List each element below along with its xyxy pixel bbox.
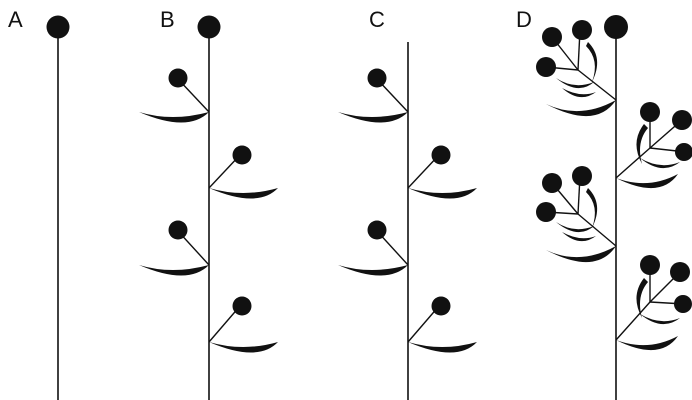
- panel-b-leaf: [139, 112, 209, 123]
- panel-b-axillary-bud: [168, 68, 188, 88]
- panel-d-bud: [572, 20, 592, 40]
- panel-c-node-right-upper: [407, 145, 477, 199]
- panel-d-bud: [572, 166, 592, 186]
- panel-d-leaf: [616, 174, 678, 189]
- panel-d-small-leaf: [640, 314, 680, 325]
- panel-c-axillary-bud: [431, 296, 451, 316]
- panel-d-bud: [542, 27, 562, 47]
- panel-d-bud: [536, 202, 556, 222]
- panel-d-small-leaf: [640, 158, 680, 169]
- panel-c-axillary-bud: [367, 220, 387, 240]
- panel-b-leaf: [139, 265, 209, 276]
- panel-d-bud: [670, 262, 690, 282]
- panel-a-terminal-bud: [46, 15, 70, 39]
- panel-d-bud: [675, 143, 692, 161]
- panel-a-label: A: [8, 7, 23, 32]
- panel-b-node-right-lower: [208, 296, 278, 353]
- panel-d-small-leaf: [636, 278, 648, 318]
- panel-d-small-leaf: [562, 232, 596, 242]
- panel-c-node-left-lower: [338, 220, 409, 276]
- panel-d-branch: [577, 213, 617, 247]
- panel-d-leaf: [616, 336, 678, 351]
- panel-b-leaf: [209, 342, 278, 353]
- panel-d-small-leaf: [556, 222, 594, 233]
- panel-c-leaf: [408, 342, 477, 353]
- panel-b-axillary-bud: [168, 220, 188, 240]
- panel-d-leaf: [546, 246, 616, 263]
- panel-c-leaf: [408, 188, 477, 199]
- panel-c-axillary-bud: [431, 145, 451, 165]
- panel-d-branch: [615, 147, 651, 179]
- panel-d-node-right-upper: [615, 102, 692, 189]
- panel-d-small-leaf: [636, 124, 648, 164]
- panel-a: A: [8, 7, 70, 400]
- panel-c-leaf: [338, 112, 408, 123]
- panel-d-terminal-bud: [604, 15, 628, 39]
- panel-b-terminal-bud: [197, 15, 221, 39]
- panel-d-small-leaf: [562, 88, 596, 98]
- panel-b: B: [139, 7, 278, 400]
- panel-d-node-right-lower: [615, 255, 692, 351]
- panel-c-node-right-lower: [407, 296, 477, 353]
- panel-d-bud: [674, 295, 692, 313]
- panel-d-label: D: [516, 7, 532, 32]
- panel-d-node-left-upper: [536, 20, 617, 117]
- panel-d-small-leaf: [586, 42, 598, 82]
- panel-b-label: B: [160, 7, 175, 32]
- panel-d-leaf: [546, 100, 616, 117]
- panel-d-small-leaf: [586, 188, 598, 228]
- panel-c-label: C: [369, 7, 385, 32]
- panel-b-node-left-upper: [139, 68, 210, 123]
- panel-b-node-right-upper: [208, 145, 278, 199]
- panel-b-axillary-bud: [232, 296, 252, 316]
- panel-d-branch: [615, 301, 651, 341]
- panel-c: C: [338, 7, 477, 400]
- panel-d-bud: [536, 57, 556, 77]
- panel-d-bud: [640, 255, 660, 275]
- panel-d-small-leaf: [556, 78, 594, 89]
- panel-d: D: [516, 7, 692, 400]
- panel-c-axillary-bud: [367, 68, 387, 88]
- panel-c-leaf: [338, 265, 408, 276]
- panel-d-bud: [672, 110, 692, 130]
- panel-b-leaf: [209, 188, 278, 199]
- panel-d-bud: [640, 102, 660, 122]
- panel-b-node-left-lower: [139, 220, 210, 276]
- panel-b-axillary-bud: [232, 145, 252, 165]
- panel-d-bud: [542, 173, 562, 193]
- panel-d-node-left-lower: [536, 166, 617, 263]
- panel-c-node-left-upper: [338, 68, 409, 123]
- panel-d-branch: [577, 69, 617, 101]
